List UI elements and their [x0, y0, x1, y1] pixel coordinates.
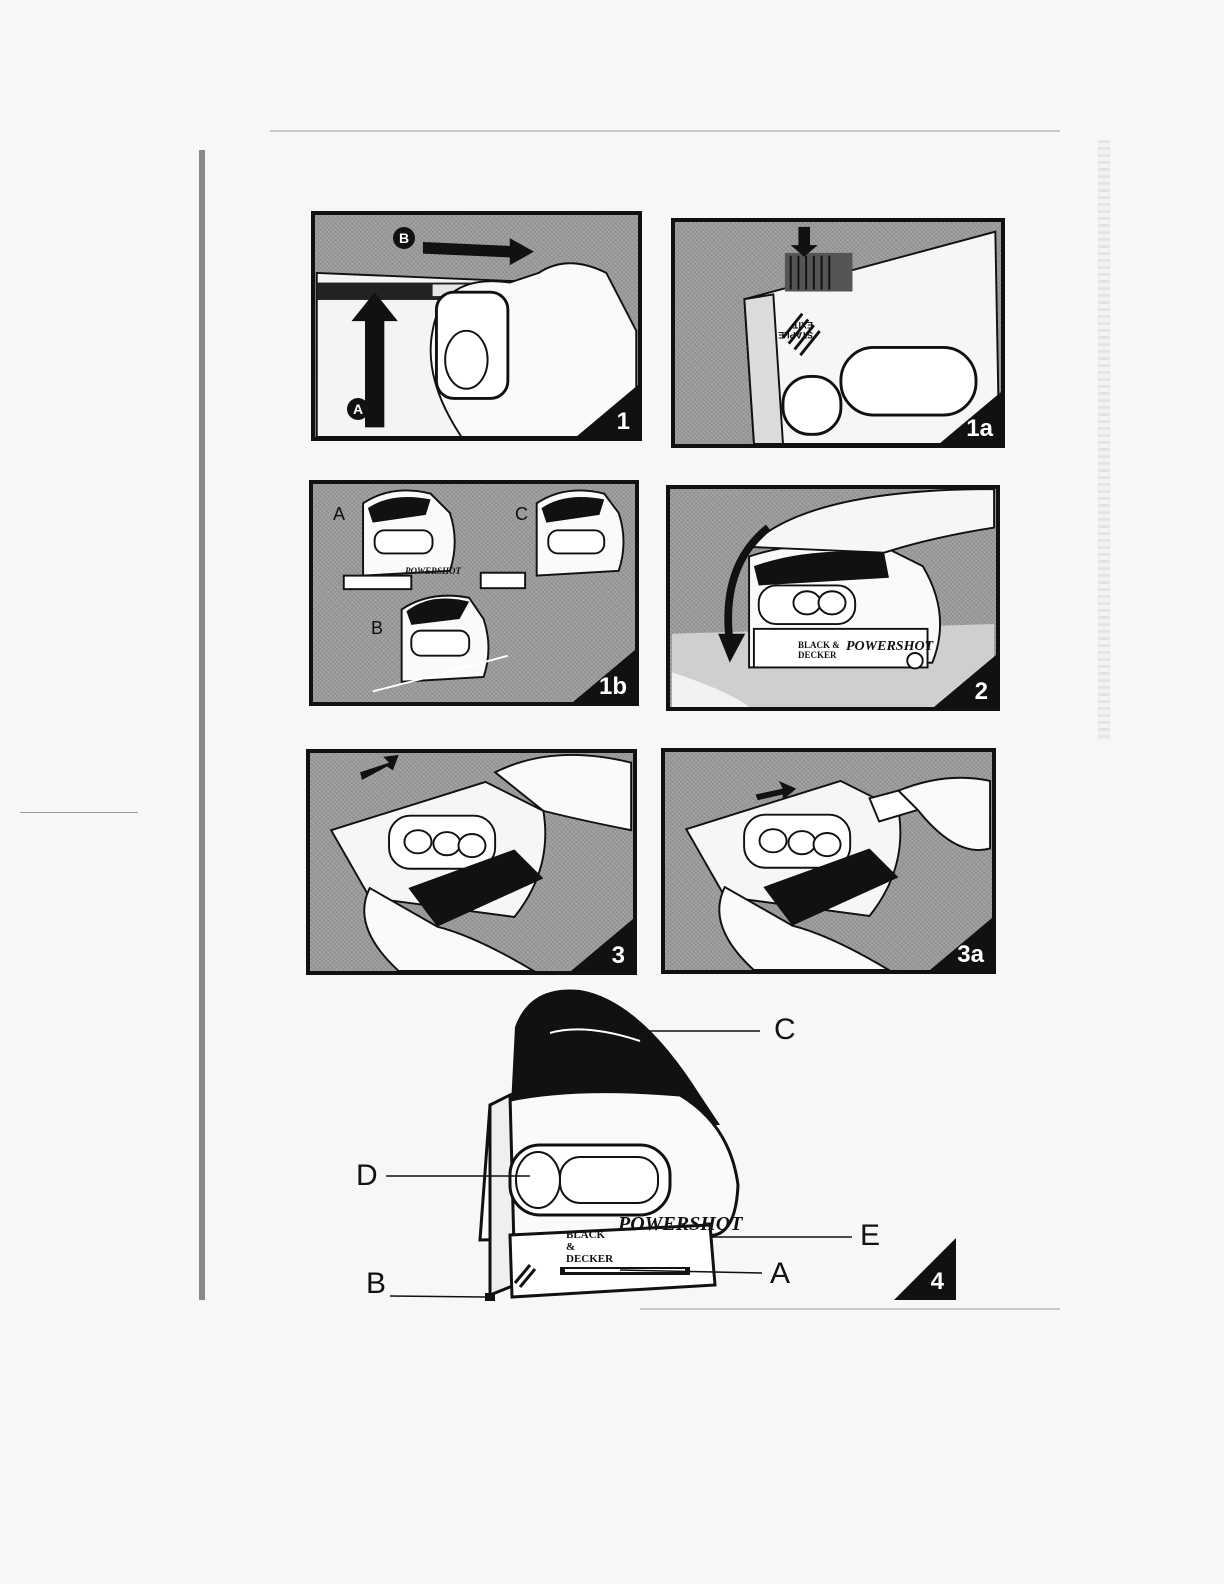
figure-number: 4: [931, 1268, 944, 1296]
stapler-illustration: [340, 985, 980, 1315]
scan-artifact-edge: [1098, 140, 1110, 740]
staple-exit-text: STAPLE EXIT: [773, 320, 813, 340]
panel-number-tag: 3a: [930, 918, 992, 970]
panel-1: A B 1: [311, 211, 642, 441]
panel-number-tag: 3: [571, 919, 633, 971]
panel-number: 1a: [966, 417, 993, 441]
brand-text: POWERSHOT: [405, 566, 461, 576]
panel-2: BLACK & DECKER POWERSHOT 2: [666, 485, 1000, 711]
view-c-label: C: [515, 504, 528, 525]
panel-number-tag: 1: [576, 385, 638, 437]
figure-number-tag: 4: [894, 1238, 956, 1300]
brand-maker-text: BLACK & DECKER: [566, 1229, 612, 1265]
panel-number: 3a: [957, 943, 984, 967]
panel-3a: 3a: [661, 748, 996, 974]
panel-3: 3: [306, 749, 637, 975]
view-b-label: B: [371, 618, 383, 639]
panel-number-tag: 1a: [939, 392, 1001, 444]
panel-number: 2: [975, 680, 988, 704]
panel-number: 1: [617, 410, 630, 434]
figure-4-parts-diagram: POWERSHOT BLACK & DECKER C D E A B: [340, 985, 980, 1315]
callout-a: A: [770, 1257, 790, 1291]
arrow-a-label: A: [347, 398, 369, 420]
scan-artifact-line: [20, 812, 138, 813]
panel-number-tag: 1b: [573, 650, 635, 702]
panel-number-tag: 2: [934, 655, 996, 707]
panel-number: 3: [612, 944, 625, 968]
callout-c: C: [774, 1013, 796, 1047]
view-a-label: A: [333, 504, 345, 525]
panel-1a: STAPLE EXIT 1a: [671, 218, 1005, 448]
callout-d: D: [356, 1159, 378, 1193]
page-edge-left: [199, 150, 205, 1300]
arrow-b-label: B: [393, 227, 415, 249]
callout-b: B: [366, 1267, 386, 1301]
page-edge-top: [270, 130, 1060, 132]
panel-1b: A B C POWERSHOT 1b: [309, 480, 639, 706]
panel-number: 1b: [599, 675, 627, 699]
brand-text: POWERSHOT: [618, 1213, 742, 1236]
callout-e: E: [860, 1219, 880, 1253]
brand-maker-text: BLACK & DECKER: [798, 640, 840, 660]
brand-text: POWERSHOT: [846, 639, 933, 655]
